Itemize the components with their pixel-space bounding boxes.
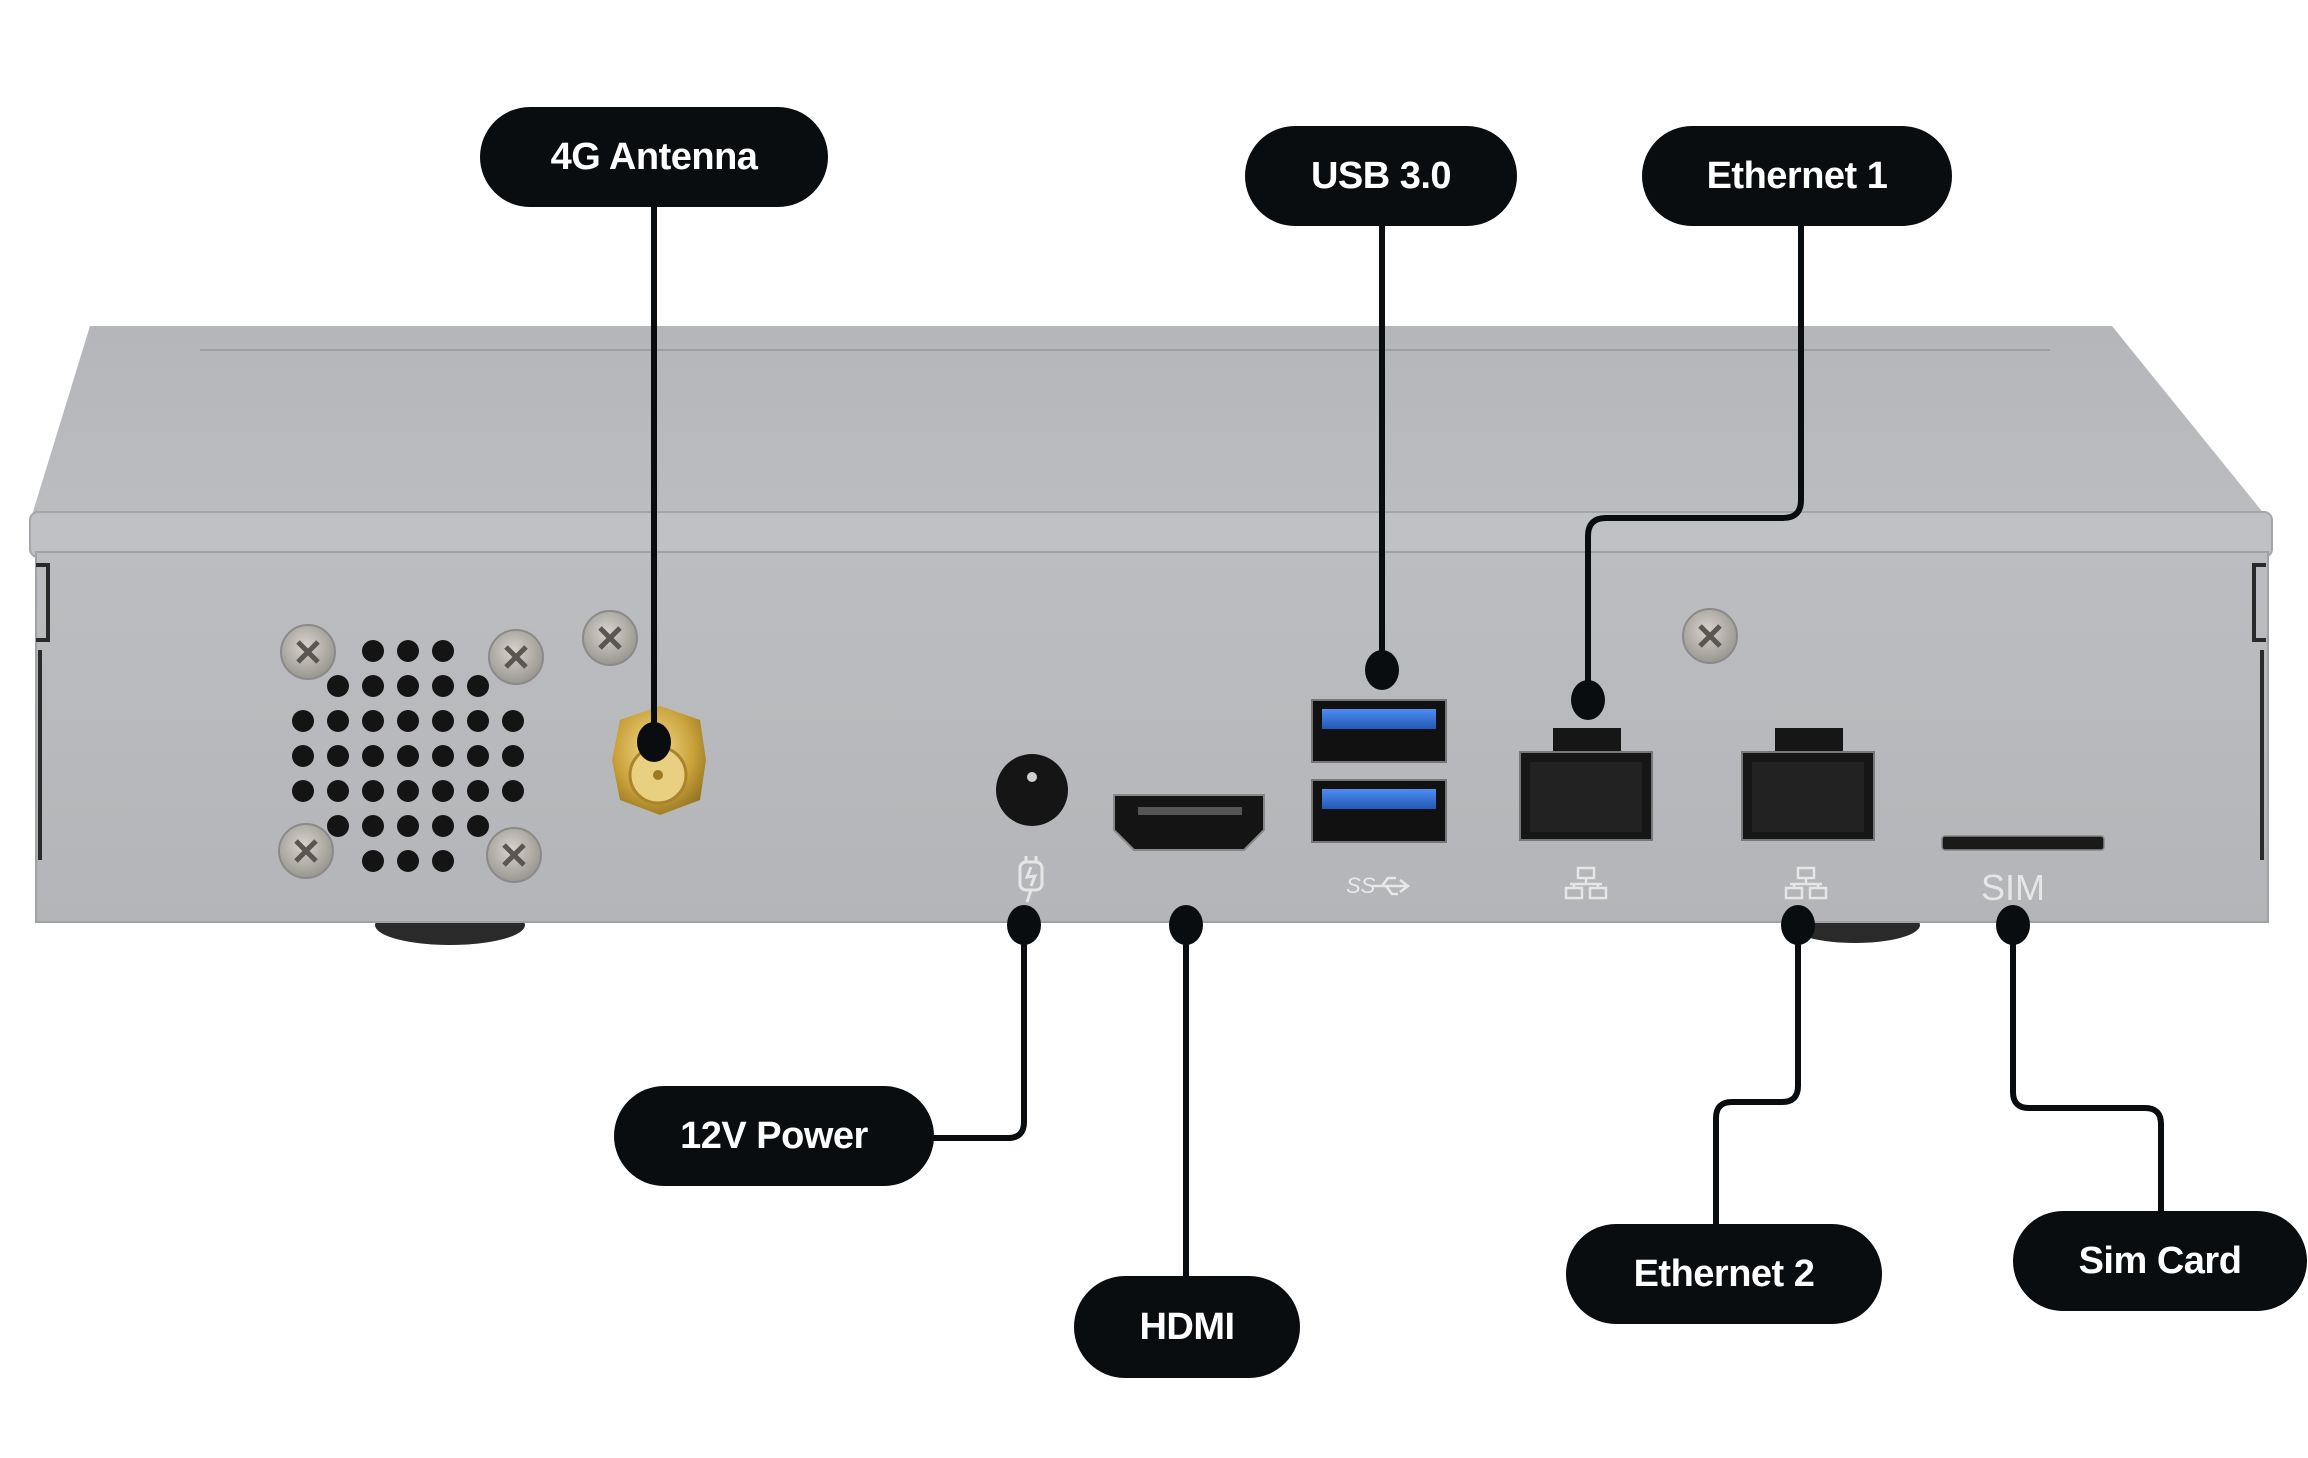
vent-hole <box>327 780 349 802</box>
screw <box>278 823 334 879</box>
vent-hole <box>397 710 419 732</box>
ventilation-grille <box>292 640 524 872</box>
network-lan-icon <box>1564 866 1608 900</box>
vent-hole <box>467 710 489 732</box>
vent-hole <box>362 780 384 802</box>
vent-hole <box>362 710 384 732</box>
chassis-front-lip <box>29 511 2273 558</box>
screw <box>488 629 544 685</box>
label-text: Sim Card <box>2078 1239 2242 1282</box>
vent-hole <box>362 640 384 662</box>
vent-hole <box>327 815 349 837</box>
vent-hole <box>432 780 454 802</box>
screws <box>278 608 1738 883</box>
vent-hole <box>432 710 454 732</box>
sim-card-slot <box>1941 835 2105 851</box>
label-text: USB 3.0 <box>1310 154 1452 197</box>
callout-dot-sim <box>1996 905 2030 945</box>
callout-dots <box>637 650 2030 945</box>
vent-hole <box>432 815 454 837</box>
vent-hole <box>502 710 524 732</box>
vent-hole <box>292 780 314 802</box>
vent-hole <box>467 745 489 767</box>
vent-hole <box>432 640 454 662</box>
vent-hole <box>397 640 419 662</box>
callout-line-eth2 <box>1713 925 1801 1226</box>
callout-dot-power <box>1007 905 1041 945</box>
vent-hole <box>292 745 314 767</box>
vent-hole <box>362 850 384 872</box>
screw <box>582 610 638 666</box>
usb-ss-text: SS <box>1346 873 1376 898</box>
vent-hole <box>362 815 384 837</box>
vent-hole <box>432 745 454 767</box>
label-ethernet-1: Ethernet 1 <box>1642 126 1952 226</box>
vent-hole <box>397 780 419 802</box>
vent-hole <box>327 745 349 767</box>
vent-hole <box>362 745 384 767</box>
vent-hole <box>292 710 314 732</box>
vent-hole <box>327 675 349 697</box>
sim-marking: SIM <box>1981 867 2045 908</box>
label-ethernet-2: Ethernet 2 <box>1566 1224 1882 1324</box>
chassis-top-face <box>32 326 2265 515</box>
vent-hole <box>397 745 419 767</box>
label-sim-card: Sim Card <box>2013 1211 2307 1311</box>
power-plug-icon <box>1018 856 1044 903</box>
callout-line-sim <box>2010 925 2164 1213</box>
dc-power-jack <box>996 754 1068 826</box>
label-hdmi: HDMI <box>1074 1276 1300 1378</box>
label-12v-power: 12V Power <box>614 1086 934 1186</box>
vent-hole <box>397 815 419 837</box>
screw <box>486 827 542 883</box>
vent-hole <box>327 710 349 732</box>
vent-hole <box>432 850 454 872</box>
vent-hole <box>397 675 419 697</box>
network-lan-icon <box>1784 866 1828 900</box>
callout-line-power <box>930 925 1027 1141</box>
label-text: HDMI <box>1139 1305 1235 1348</box>
vent-hole <box>432 675 454 697</box>
label-4g-antenna: 4G Antenna <box>480 107 828 207</box>
screw <box>280 624 336 680</box>
vent-hole <box>467 780 489 802</box>
vent-hole <box>467 675 489 697</box>
label-text: Ethernet 1 <box>1706 154 1888 197</box>
vent-hole <box>397 850 419 872</box>
vent-hole <box>502 745 524 767</box>
screw <box>1682 608 1738 664</box>
vent-hole <box>467 815 489 837</box>
ethernet-port-1 <box>1519 728 1653 841</box>
usb-superspeed-icon: SS <box>1346 873 1411 898</box>
ethernet-port-2 <box>1741 728 1875 841</box>
label-text: 4G Antenna <box>550 135 758 178</box>
callout-dot-usb <box>1365 650 1399 690</box>
callout-line-eth1 <box>1585 226 1804 700</box>
usb-3-ports <box>1311 699 1447 843</box>
label-text: Ethernet 2 <box>1633 1252 1815 1295</box>
vent-hole <box>362 675 384 697</box>
label-text: 12V Power <box>680 1114 868 1157</box>
callout-lines <box>651 207 2164 1278</box>
callout-dot-eth2 <box>1781 905 1815 945</box>
callout-dot-eth1 <box>1571 680 1605 720</box>
callout-dot-antenna <box>637 722 671 762</box>
label-usb-3: USB 3.0 <box>1245 126 1517 226</box>
callout-dot-hdmi <box>1169 905 1203 945</box>
vent-hole <box>502 780 524 802</box>
hdmi-port <box>1113 794 1265 851</box>
